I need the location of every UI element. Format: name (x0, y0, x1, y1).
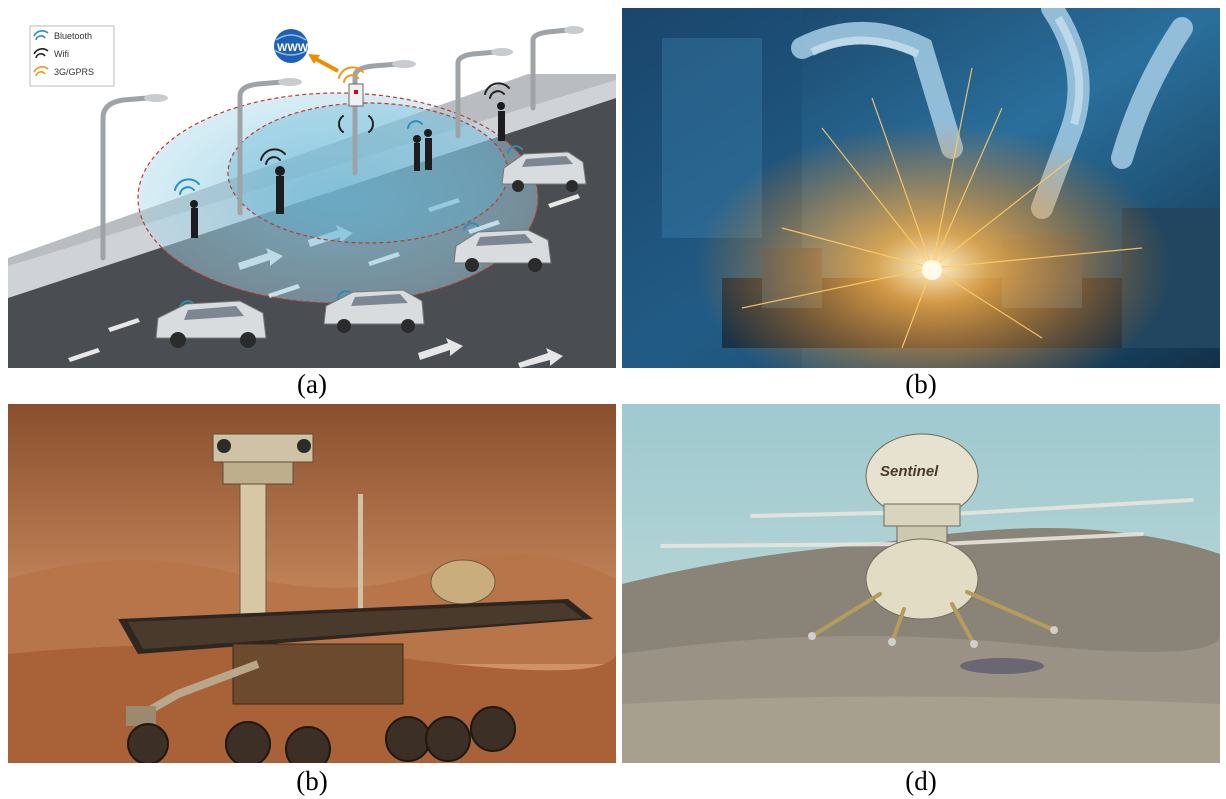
arrow-icon (313, 56, 339, 73)
mars-rover-photo (8, 404, 616, 763)
caption-d: (d) (905, 766, 937, 796)
welding-robots-scene (622, 8, 1220, 368)
wifi-signal-icon (33, 48, 49, 59)
sentinel-drone-photo: Sentinel (622, 404, 1220, 763)
www-label: WWW (277, 42, 309, 54)
caption-b: (b) (905, 369, 937, 399)
welding-robots-photo (622, 8, 1220, 368)
legend-3g: 3G/GPRS (54, 67, 94, 77)
legend-bluetooth: Bluetooth (54, 31, 92, 41)
sentinel-drone-scene: Sentinel (622, 404, 1220, 763)
smart-street-illustration: WWW Bluetooth Wifi 3G/GPRS (8, 8, 616, 368)
legend-wifi: Wifi (54, 49, 69, 59)
cellular-signal-icon (33, 66, 49, 77)
drone-brand-label: Sentinel (880, 463, 939, 480)
smart-street-scene: WWW Bluetooth Wifi 3G/GPRS (8, 8, 616, 368)
www-globe-icon: WWW (273, 29, 309, 63)
caption-c: (b) (296, 766, 328, 796)
caption-a: (a) (297, 369, 327, 399)
mars-rover-scene (8, 404, 616, 763)
connectivity-legend: Bluetooth Wifi 3G/GPRS (29, 25, 115, 87)
bluetooth-signal-icon (33, 30, 49, 41)
